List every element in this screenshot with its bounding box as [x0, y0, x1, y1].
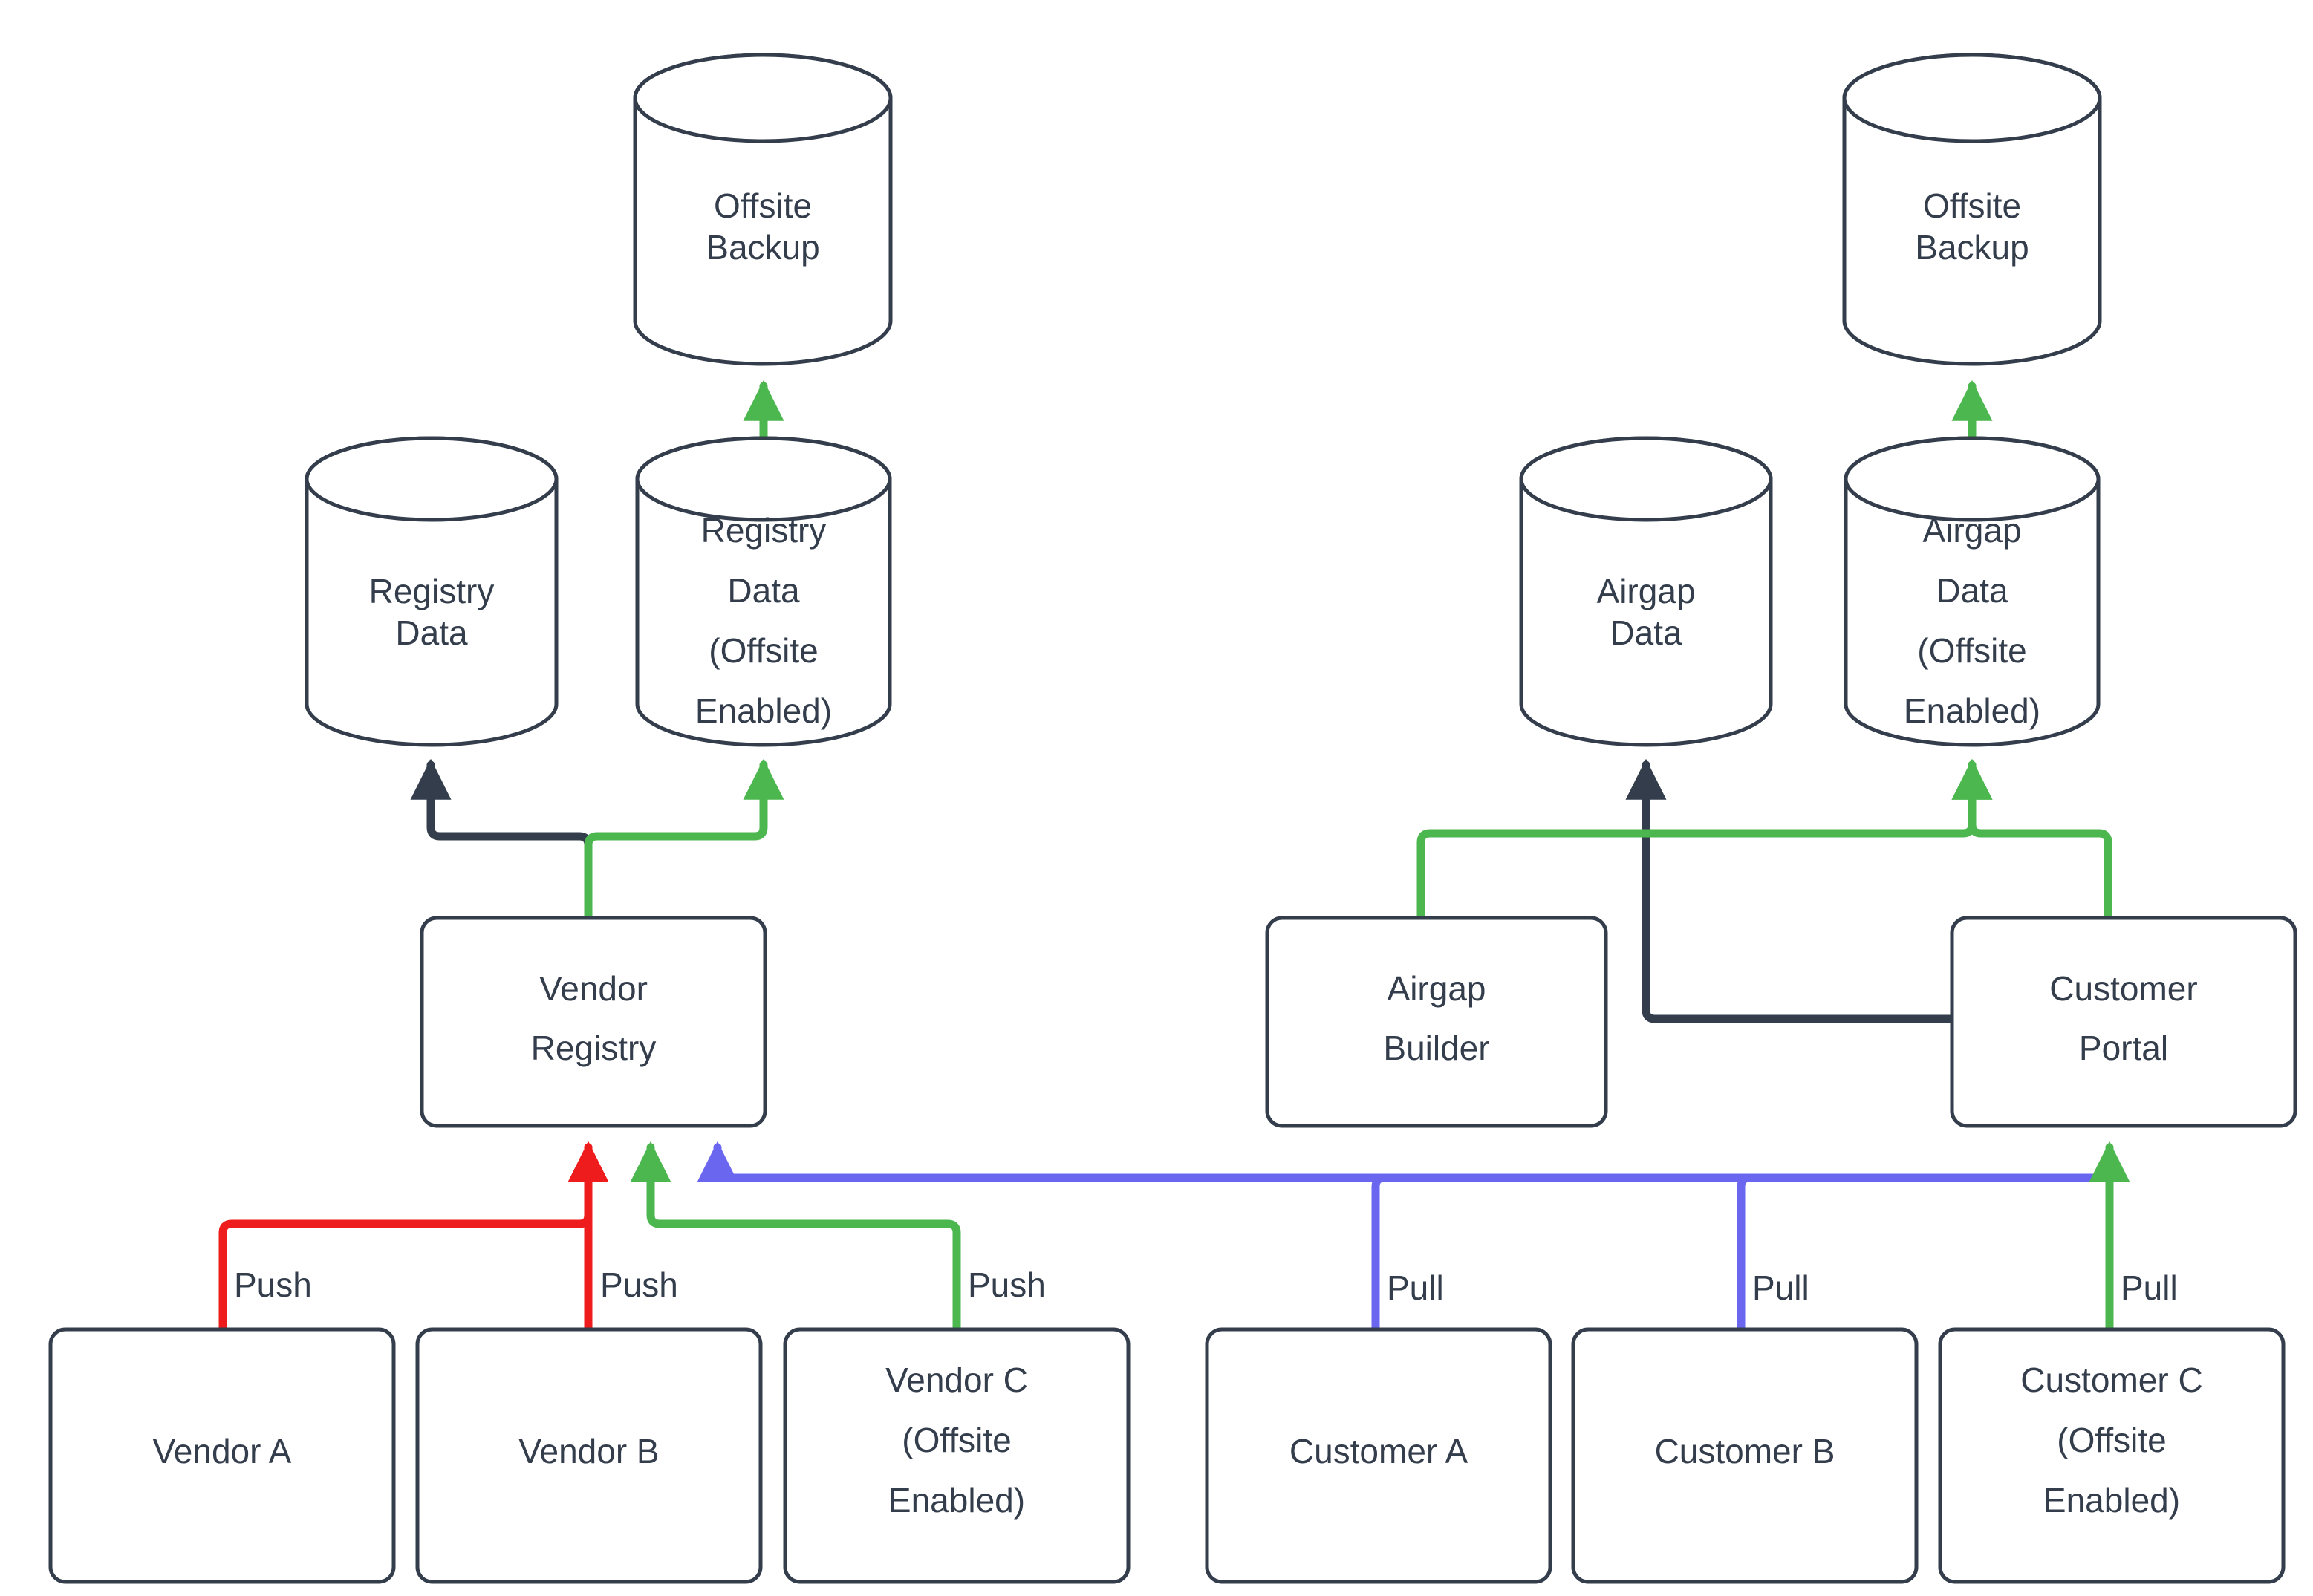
edge-customer-portal-to-airgap-data: [1625, 758, 1956, 1023]
edge-label-pull-c: Pull: [2121, 1268, 2178, 1307]
offsite-backup-left-line-1: Offsite: [714, 186, 812, 225]
customer-b-line-1: Customer B: [1655, 1432, 1835, 1470]
customer-portal-line-1: Customer: [2049, 969, 2197, 1008]
vendor-registry-line-2: Registry: [531, 1029, 657, 1067]
edge-label-pull-a: Pull: [1387, 1268, 1444, 1307]
vendor-c-line-3: Enabled): [888, 1481, 1025, 1520]
registry-data-offsite-line-2: Data: [727, 571, 800, 610]
node-offsite-backup-right[interactable]: Offsite Backup: [1842, 53, 2102, 366]
pull-a-label: Pull: [1387, 1268, 1444, 1307]
edge-vendor-registry-to-registry-data-offsite: [584, 758, 784, 922]
airgap-data-line-2: Data: [1610, 613, 1682, 652]
push-a-label: Push: [234, 1266, 312, 1304]
edge-customer-b-pull: [1737, 1173, 2114, 1334]
pull-b-label: Pull: [1752, 1268, 1809, 1307]
airgap-data-offsite-line-1: Airgap: [1923, 511, 2022, 550]
edge-label-push-a: Push: [234, 1266, 312, 1304]
edge-airgap-builder-to-airgap-data-offsite: [1416, 758, 1993, 922]
airgap-data-offsite-line-2: Data: [1936, 571, 2008, 610]
offsite-backup-left-line-2: Backup: [706, 228, 819, 267]
node-airgap-builder[interactable]: Airgap Builder: [1265, 916, 1608, 1128]
edge-customer-portal-to-vendor-registry: [697, 1141, 2114, 1182]
registry-data-offsite-line-1: Registry: [701, 511, 827, 550]
offsite-backup-right-line-1: Offsite: [1923, 186, 2021, 225]
registry-data-offsite-line-4: Enabled): [695, 691, 832, 730]
edge-customer-a-pull: [1371, 1173, 2114, 1334]
vendor-b-line-1: Vendor B: [518, 1432, 659, 1470]
airgap-data-offsite-line-4: Enabled): [1904, 691, 2040, 730]
vendor-registry-line-1: Vendor: [539, 969, 648, 1008]
customer-a-line-1: Customer A: [1289, 1432, 1468, 1470]
node-airgap-data[interactable]: Airgap Data: [1519, 436, 1773, 747]
node-vendor-a[interactable]: Vendor A: [48, 1327, 396, 1584]
node-customer-a[interactable]: Customer A: [1205, 1327, 1552, 1584]
registry-data-line-1: Registry: [369, 572, 495, 610]
customer-c-line-3: Enabled): [2043, 1481, 2180, 1520]
node-vendor-b[interactable]: Vendor B: [415, 1327, 763, 1584]
airgap-builder-line-2: Builder: [1383, 1029, 1489, 1067]
vendor-c-line-2: (Offsite: [902, 1421, 1011, 1459]
node-airgap-data-offsite[interactable]: Airgap Data (Offsite Enabled): [1844, 436, 2101, 747]
node-registry-data-offsite[interactable]: Registry Data (Offsite Enabled): [635, 436, 892, 747]
offsite-backup-right-line-2: Backup: [1915, 228, 2029, 267]
edge-label-push-b: Push: [600, 1266, 678, 1304]
customer-c-line-2: (Offsite: [2057, 1421, 2166, 1459]
node-registry-data[interactable]: Registry Data: [305, 436, 559, 747]
node-customer-c[interactable]: Customer C (Offsite Enabled): [1938, 1327, 2286, 1584]
node-vendor-c[interactable]: Vendor C (Offsite Enabled): [783, 1327, 1131, 1584]
edge-label-pull-b: Pull: [1752, 1268, 1809, 1307]
airgap-data-offsite-line-3: (Offsite: [1917, 631, 2026, 670]
edge-label-push-c: Push: [968, 1266, 1046, 1304]
node-customer-portal[interactable]: Customer Portal: [1950, 916, 2297, 1128]
vendor-a-line-1: Vendor A: [153, 1432, 292, 1470]
registry-data-offsite-line-3: (Offsite: [709, 631, 818, 670]
airgap-builder-line-1: Airgap: [1388, 969, 1486, 1008]
customer-portal-line-2: Portal: [2079, 1029, 2168, 1067]
push-b-label: Push: [600, 1266, 678, 1304]
edge-vendor-registry-to-registry-data: [410, 758, 593, 922]
node-customer-b[interactable]: Customer B: [1571, 1327, 1919, 1584]
node-offsite-backup-left[interactable]: Offsite Backup: [633, 53, 893, 366]
node-vendor-registry[interactable]: Vendor Registry: [420, 916, 767, 1128]
airgap-data-line-1: Airgap: [1597, 572, 1696, 610]
push-c-label: Push: [968, 1266, 1046, 1304]
customer-c-line-1: Customer C: [2020, 1361, 2202, 1399]
vendor-c-line-1: Vendor C: [885, 1361, 1028, 1399]
registry-data-line-2: Data: [395, 613, 468, 652]
edge-vendor-c-push: [630, 1141, 961, 1334]
pull-c-label: Pull: [2121, 1268, 2178, 1307]
edge-customer-portal-to-airgap-data-offsite: [1951, 758, 2112, 922]
